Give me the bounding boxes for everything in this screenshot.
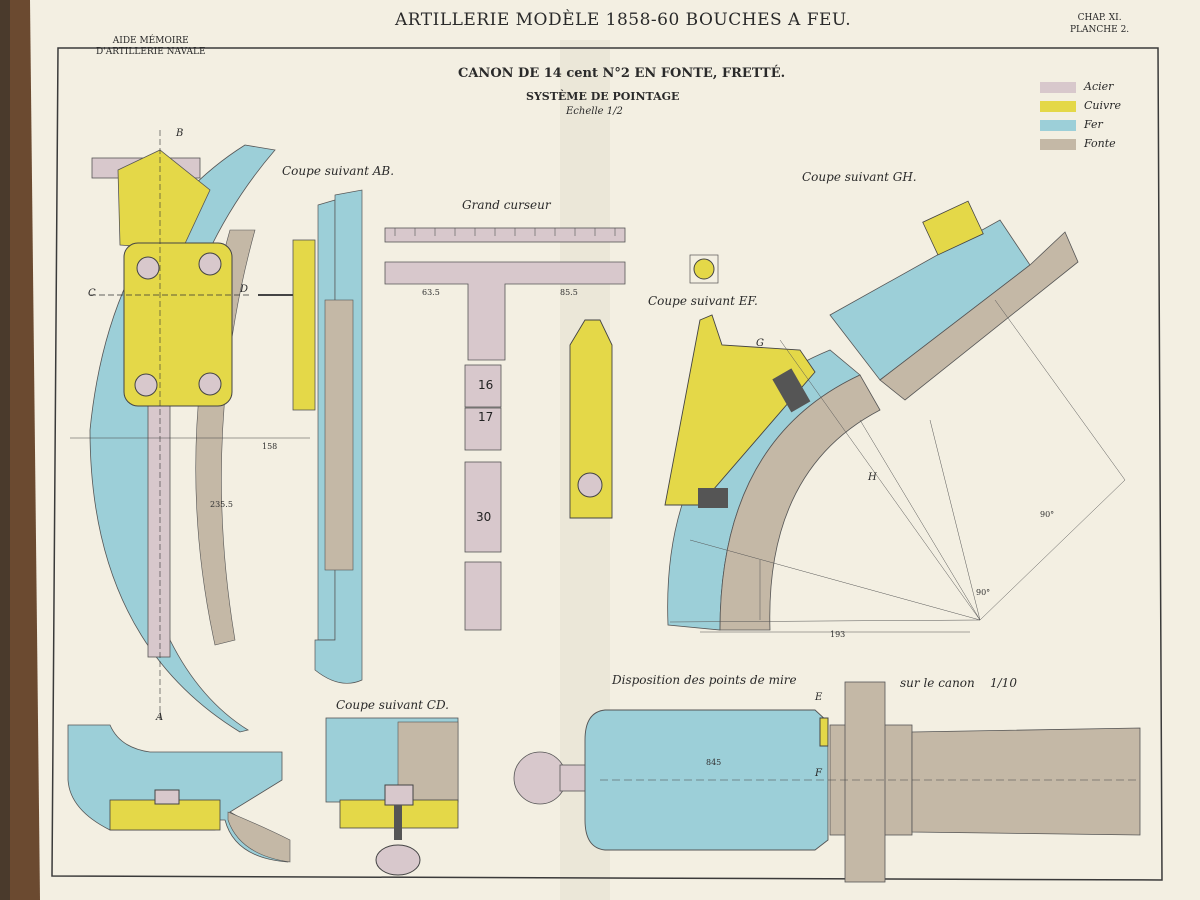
cannon-cascabel-neck [559, 764, 589, 792]
dim-90-b: 90° [976, 588, 991, 597]
block-label-17: 17 [478, 410, 494, 424]
gh-brass-block [922, 200, 984, 256]
cursor-block-16 [464, 364, 502, 408]
block-label-30: 30 [476, 510, 492, 524]
bolt-2 [198, 252, 222, 276]
cannon-trunnion [844, 681, 886, 883]
cd-mid-stem [394, 805, 402, 840]
ef-screw [772, 368, 811, 413]
legend-swatch-fonte [1040, 139, 1076, 150]
cd-left-nut [154, 789, 180, 805]
sight-front-screw [577, 472, 603, 498]
left-brass-plate [123, 242, 233, 407]
caption-coupe-gh: Coupe suivant GH. [802, 170, 917, 184]
block-label-16: 16 [478, 378, 494, 392]
section-letter-a: A [156, 712, 164, 723]
bolt-3 [134, 373, 158, 397]
cursor-scale-bar [384, 227, 626, 243]
sight-brass-front [569, 319, 613, 519]
sight-bolt [693, 258, 715, 280]
cannon-chase [911, 727, 1141, 836]
section-letter-d: D [240, 284, 249, 295]
plate-number: PLANCHE 2. [1070, 25, 1130, 35]
legend-swatch-cuivre [1040, 101, 1076, 112]
cursor-block-30 [464, 461, 502, 553]
dim-90-a: 90° [1040, 510, 1055, 519]
cursor-scale-ticks [394, 228, 616, 236]
left-brass-arm [117, 149, 211, 251]
cursor-block-tip [464, 561, 502, 631]
bolt-1 [136, 256, 160, 280]
caption-grand-curseur: Grand curseur [462, 198, 551, 212]
series-line-2: D'ARTILLERIE NAVALE [96, 47, 206, 57]
drawing-title: CANON DE 14 cent N°2 EN FONTE, FRETTÉ. [458, 66, 786, 81]
drawing-scale: Echelle 1/2 [566, 106, 623, 117]
legend-label-cuivre: Cuivre [1084, 99, 1122, 112]
caption-scale-tenth: 1/10 [990, 676, 1017, 690]
caption-sur-canon: sur le canon [900, 676, 975, 690]
dim-158: 158 [262, 442, 278, 451]
caption-coupe-ab: Coupe suivant AB. [282, 164, 395, 178]
chapter-text: CHAP. XI. [1077, 13, 1122, 23]
series-line-1: AIDE MÉMOIRE [112, 36, 189, 46]
cd-mid-knob [375, 844, 421, 876]
cannon-cascabel-knob [513, 751, 567, 805]
cd-left-cast [227, 811, 291, 863]
drawing-subtitle: SYSTÈME DE POINTAGE [526, 90, 680, 103]
section-letter-b: B [176, 128, 184, 139]
ef-brass-sight [664, 314, 816, 506]
ab-brass-strip [292, 239, 316, 411]
ef-lower-screw [698, 488, 728, 508]
legend-swatch-acier [1040, 82, 1076, 93]
section-letter-f: F [815, 768, 822, 779]
plate-chapter-label: CHAP. XI. PLANCHE 2. [1070, 12, 1129, 36]
section-letter-c: C [88, 288, 96, 299]
bolt-4 [198, 372, 222, 396]
legend-label-fonte: Fonte [1084, 137, 1116, 150]
cannon-breech-iron [584, 709, 829, 851]
cd-mid-nut [384, 784, 414, 806]
dim-193: 193 [830, 630, 846, 639]
plate-border [51, 47, 1163, 881]
caption-disposition: Disposition des points de mire [612, 673, 797, 687]
legend-swatch-fer [1040, 120, 1076, 131]
section-letter-e: E [815, 692, 823, 703]
gh-cast-band [879, 231, 1079, 401]
cursor-block-17 [464, 407, 502, 451]
dim-63-5: 63.5 [422, 288, 440, 297]
dim-85-5: 85.5 [560, 288, 578, 297]
cannon-rear-sight [819, 717, 829, 747]
left-steel-bar [147, 394, 171, 658]
section-letter-g: G [756, 338, 764, 349]
construction-lines [669, 299, 1126, 633]
legend-label-fer: Fer [1084, 118, 1103, 131]
legend-label-acier: Acier [1084, 80, 1114, 93]
caption-coupe-ef: Coupe suivant EF. [648, 294, 758, 308]
dim-235-5: 235.5 [210, 500, 233, 509]
ab-cast-strip [324, 299, 354, 571]
section-letter-h: H [868, 472, 877, 483]
plate-main-title: ARTILLERIE MODÈLE 1858-60 BOUCHES A FEU. [395, 10, 852, 30]
dim-845: 845 [706, 758, 722, 767]
plate-series-label: AIDE MÉMOIRE D'ARTILLERIE NAVALE [96, 36, 206, 58]
caption-coupe-cd: Coupe suivant CD. [336, 698, 449, 712]
cursor-t-piece [384, 261, 626, 361]
